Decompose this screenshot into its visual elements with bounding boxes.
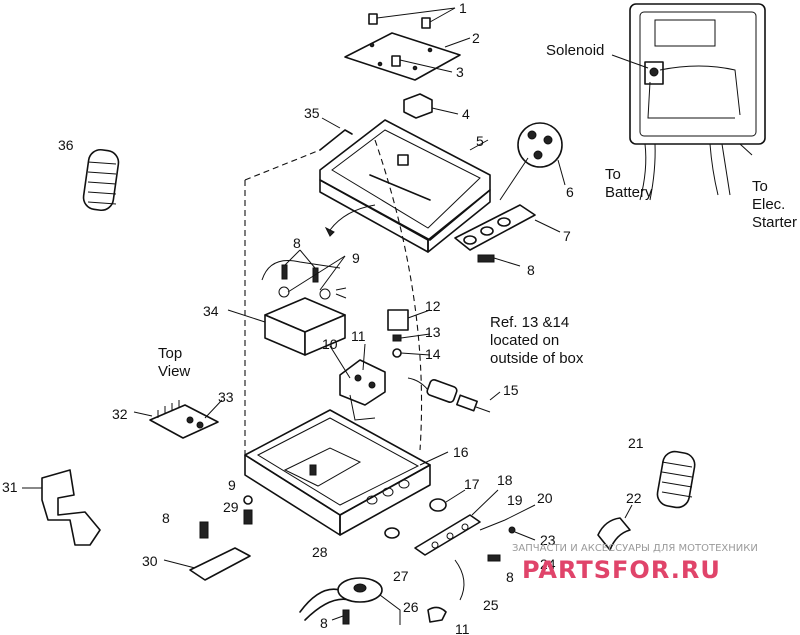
callout-8-top: 8 (293, 235, 301, 251)
assembly-line-left (244, 149, 321, 460)
ref-note-line2: located on (490, 332, 559, 349)
cover-block (403, 93, 459, 119)
screws-cluster (261, 249, 347, 300)
inset-labels: Solenoid To Battery To Elec. Starter (546, 42, 797, 231)
callout-8-bottom-right: 8 (506, 569, 514, 585)
callout-2: 2 (472, 30, 480, 46)
lower-box (244, 409, 449, 536)
callout-34: 34 (203, 303, 219, 319)
callout-28: 28 (312, 544, 328, 560)
relay-12 (387, 309, 431, 358)
hose-21 (656, 450, 696, 509)
grommet-plate (384, 489, 536, 601)
diagram-notes: Top View Ref. 13 &14 located on outside … (158, 314, 584, 380)
screw-set (368, 7, 471, 73)
grommet-strip (454, 204, 561, 251)
terminal-block (329, 343, 386, 421)
callout-4: 4 (462, 106, 470, 122)
callout-33: 33 (218, 389, 234, 405)
callout-26: 26 (403, 599, 419, 615)
upper-box (319, 119, 491, 253)
ref-note-line1: Ref. 13 &14 (490, 314, 569, 331)
callout-14: 14 (425, 346, 441, 362)
control-module (227, 297, 346, 356)
grommet-top-view (499, 122, 566, 201)
callout-11-bottom: 11 (455, 621, 470, 635)
callout-22: 22 (626, 490, 642, 506)
screw-8-right (477, 254, 521, 267)
callout-8-left: 8 (162, 510, 170, 526)
callout-36: 36 (58, 137, 74, 153)
watermark: ЗАПЧАСТИ И АКСЕССУАРЫ ДЛЯ МОТОТЕХНИКИ PA… (512, 543, 758, 584)
callout-16: 16 (453, 444, 469, 460)
top-view-line1: Top (158, 345, 182, 362)
callout-labels: 1 2 3 4 5 6 7 8 8 9 34 35 36 12 13 14 11… (2, 0, 644, 635)
callout-35: 35 (304, 105, 320, 121)
solenoid-label: Solenoid (546, 42, 604, 59)
callout-7: 7 (563, 228, 571, 244)
callout-18: 18 (497, 472, 513, 488)
callout-29: 29 (223, 499, 239, 515)
callout-11-top: 11 (351, 328, 366, 344)
to-starter-line3: Starter (752, 214, 797, 231)
hose-36 (82, 148, 120, 212)
wire-clip (319, 117, 353, 151)
watermark-caption: ЗАПЧАСТИ И АКСЕССУАРЫ ДЛЯ МОТОТЕХНИКИ (512, 543, 758, 554)
callout-27: 27 (393, 568, 409, 584)
to-starter-line2: Elec. (752, 196, 785, 213)
callout-25: 25 (483, 597, 499, 613)
callout-12: 12 (425, 298, 441, 314)
callout-6: 6 (566, 184, 574, 200)
solenoid-inset (611, 3, 766, 201)
callout-31: 31 (2, 479, 18, 495)
circuit-board (133, 399, 223, 439)
callout-17: 17 (464, 476, 480, 492)
callout-5: 5 (476, 133, 484, 149)
to-battery-line2: Battery (605, 184, 653, 201)
callout-8-bottom: 8 (320, 615, 328, 631)
lid-plate (344, 32, 461, 81)
callout-1: 1 (459, 0, 467, 16)
mounting-hardware (163, 495, 253, 581)
watermark-brand: PARTSFOR.RU (522, 556, 721, 584)
callout-13: 13 (425, 324, 441, 340)
bracket-31 (22, 469, 101, 546)
callout-30: 30 (142, 553, 158, 569)
callout-15: 15 (503, 382, 519, 398)
callout-3: 3 (456, 64, 464, 80)
to-starter-line1: To (752, 178, 768, 195)
callout-9-bottom: 9 (228, 477, 236, 493)
assembly-line-right (374, 139, 423, 451)
callout-9-top: 9 (352, 250, 360, 266)
callout-8-right: 8 (527, 262, 535, 278)
callout-10: 10 (322, 336, 338, 352)
to-battery-line1: To (605, 166, 621, 183)
callout-24: 24 (540, 556, 556, 572)
connector-15 (407, 377, 501, 413)
callout-20: 20 (537, 490, 553, 506)
callout-19: 19 (507, 492, 523, 508)
solenoid-assembly (299, 577, 447, 625)
callout-23: 23 (540, 532, 556, 548)
callout-32: 32 (112, 406, 128, 422)
ref-note-line3: outside of box (490, 350, 584, 367)
callout-21: 21 (628, 435, 644, 451)
tube-22 (597, 504, 633, 551)
top-view-line2: View (158, 363, 190, 380)
